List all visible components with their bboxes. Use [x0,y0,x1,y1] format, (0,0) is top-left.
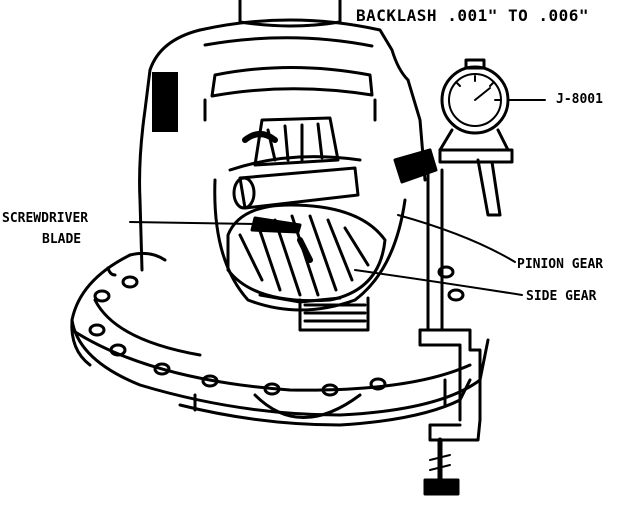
differential-case [138,18,427,312]
pinion-gear-leader [397,214,516,263]
gear-set [129,116,387,332]
backlash-spec-label: BACKLASH .001" TO .006" [356,6,590,25]
screwdriver-label-line2: BLADE [42,232,82,247]
leader-lines [354,214,523,296]
indicator-clamp-stand [418,168,482,496]
pinion-gear-label: PINION GEAR [517,257,604,272]
ring-gear-flange [70,251,490,427]
axle-shaft [238,0,342,28]
dial-indicator [393,58,546,217]
tool-number-label: J-8001 [556,92,603,107]
side-gear-label: SIDE GEAR [526,289,597,304]
screwdriver-label-line1: SCREWDRIVER [2,211,89,226]
side-gear-leader [354,269,523,296]
